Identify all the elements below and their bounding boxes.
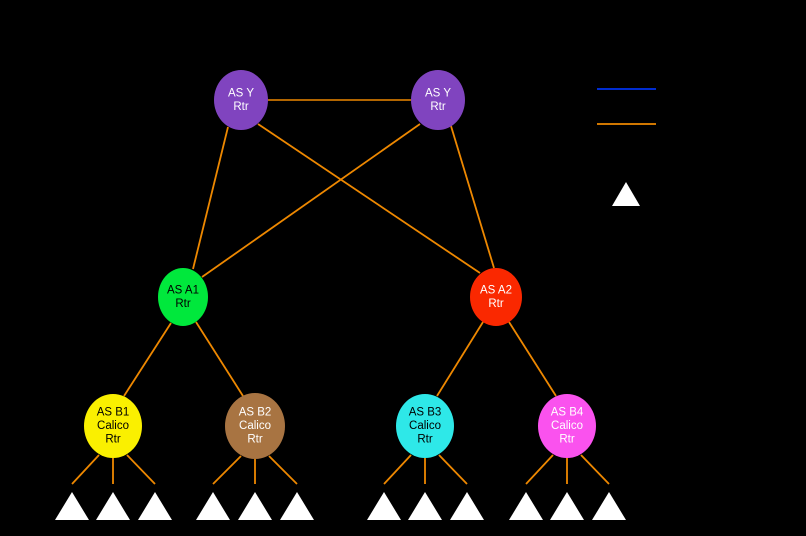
leaf-node-3	[138, 492, 172, 520]
link-asa1-to-asb1	[123, 322, 172, 397]
leaf-node-9	[450, 492, 484, 520]
leaf-nodes-layer	[55, 492, 626, 520]
link-asa2-to-asb4	[508, 321, 557, 397]
link-asb1-to-leaf-1	[71, 454, 100, 485]
link-asa1-to-asb2	[195, 321, 244, 397]
link-asy-right-to-asa2	[450, 125, 495, 269]
link-asy-left-to-asa1	[192, 126, 229, 270]
link-asb1-to-leaf-3	[126, 454, 156, 485]
links-layer	[71, 99, 610, 485]
link-asb4-to-leaf-12	[580, 454, 610, 485]
link-asb2-to-leaf-6	[268, 455, 298, 485]
legend-triangle	[612, 182, 640, 206]
leaf-node-8	[408, 492, 442, 520]
as-a2-router-shape	[470, 268, 522, 326]
link-asb4-to-leaf-10	[525, 454, 554, 485]
leaf-node-1	[55, 492, 89, 520]
link-asa2-to-asb3	[436, 321, 484, 397]
as-y-router-left-shape	[214, 70, 268, 130]
leaf-node-7	[367, 492, 401, 520]
leaf-node-2	[96, 492, 130, 520]
link-asy-left-to-asa2	[257, 123, 481, 274]
as-b1-calico-router-shape	[84, 394, 142, 458]
as-b4-calico-router-shape	[538, 394, 596, 458]
leaf-node-12	[592, 492, 626, 520]
as-a1-router-shape	[158, 268, 208, 326]
leaf-node-10	[509, 492, 543, 520]
leaf-node-4	[196, 492, 230, 520]
as-b2-calico-router-shape	[225, 393, 285, 459]
as-b3-calico-router-shape	[396, 394, 454, 458]
as-y-router-right-shape	[411, 70, 465, 130]
leaf-node-11	[550, 492, 584, 520]
link-asb3-to-leaf-9	[438, 454, 468, 485]
legend	[597, 88, 656, 206]
leaf-node-6	[280, 492, 314, 520]
link-asb3-to-leaf-7	[383, 454, 412, 485]
leaf-node-5	[238, 492, 272, 520]
link-asy-right-to-asa1	[201, 123, 421, 278]
link-asb2-to-leaf-4	[212, 455, 242, 485]
